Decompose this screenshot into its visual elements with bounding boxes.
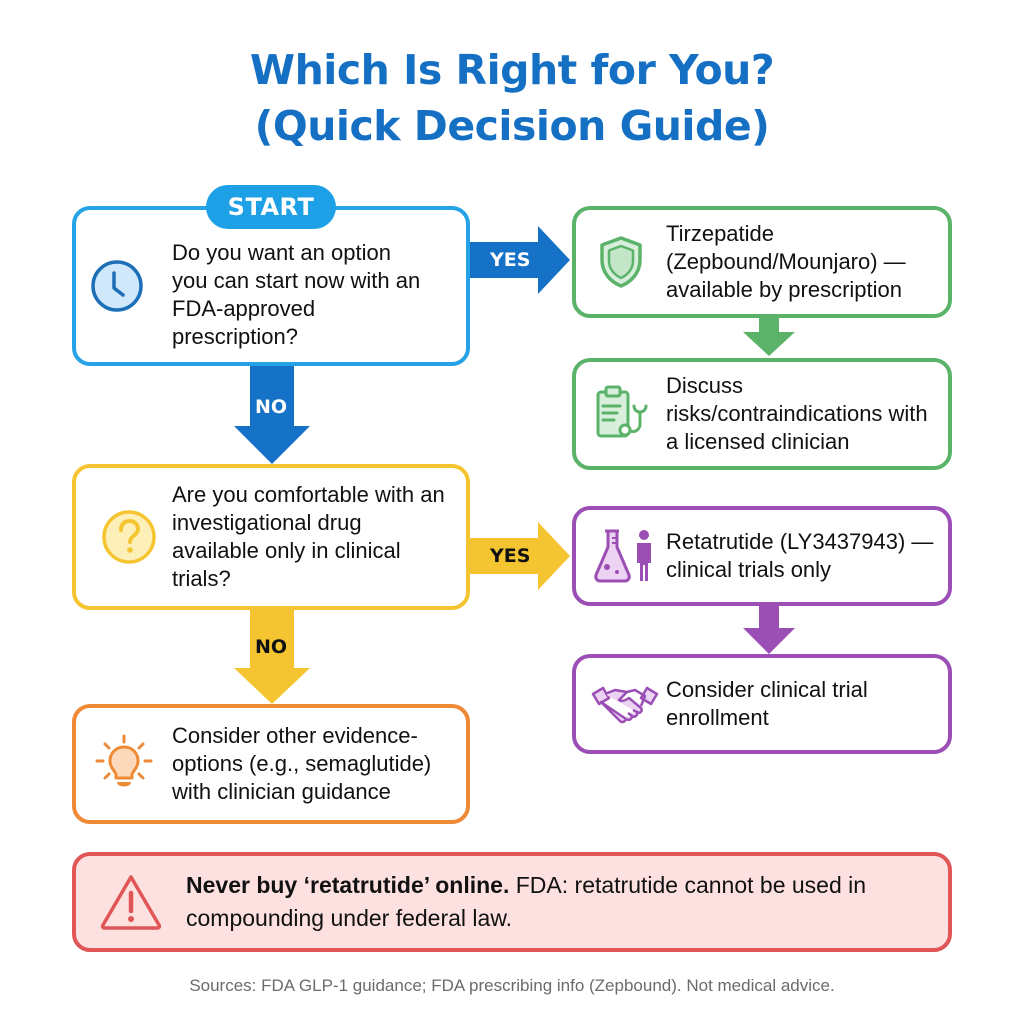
sources-footer: Sources: FDA GLP-1 guidance; FDA prescri…	[189, 976, 835, 995]
other-options-text: Consider other evidence-options (e.g., s…	[172, 723, 432, 804]
warning-body-text: FDA: retatrutide cannot be used in compo…	[186, 872, 867, 931]
start-badge: START	[206, 185, 336, 229]
green-down-arrow-icon	[743, 318, 795, 356]
warning-banner: Never buy ‘retatrutide’ online. FDA: ret…	[72, 852, 952, 952]
investigational-question-text: Are you comfortable with an investigatio…	[172, 482, 445, 591]
title-line-1: Which Is Right for You?	[249, 46, 775, 94]
tirzepatide-text: Tirzepatide (Zepbound/Mounjaro) — availa…	[666, 221, 906, 302]
retatrutide-text: Retatrutide (LY3437943) — clinical trial…	[666, 529, 934, 582]
warning-bold-text: Never buy ‘retatrutide’ online.	[186, 872, 510, 898]
flask-person-icon	[576, 527, 666, 585]
q1-yes-label: YES	[490, 249, 531, 271]
start-question-text: Do you want an option you can start now …	[172, 240, 421, 349]
no-arrow-down-yellow-icon	[234, 610, 310, 704]
q1-no-label: NO	[255, 396, 288, 418]
warning-icon	[76, 873, 186, 931]
discuss-clinician-box: Discuss risks/contraindications with a l…	[572, 358, 952, 470]
purple-down-arrow-icon	[743, 606, 795, 654]
title-line-2: (Quick Decision Guide)	[254, 102, 770, 150]
tirzepatide-box: Tirzepatide (Zepbound/Mounjaro) — availa…	[572, 206, 952, 318]
page-title: Which Is Right for You? (Quick Decision …	[0, 42, 1024, 154]
no-arrow-down-icon	[234, 366, 310, 464]
yes-arrow-right-yellow-icon	[470, 522, 570, 590]
handshake-icon	[576, 680, 666, 728]
warning-text: Never buy ‘retatrutide’ online. FDA: ret…	[186, 869, 926, 935]
discuss-clinician-text: Discuss risks/contraindications with a l…	[666, 373, 928, 454]
clock-icon	[76, 259, 172, 313]
other-options-box: Consider other evidence-options (e.g., s…	[72, 704, 470, 824]
trial-enrollment-box: Consider clinical trial enrollment	[572, 654, 952, 754]
lightbulb-icon	[76, 734, 172, 794]
retatrutide-box: Retatrutide (LY3437943) — clinical trial…	[572, 506, 952, 606]
clipboard-stethoscope-icon	[576, 382, 666, 446]
q2-no-label: NO	[255, 636, 288, 658]
investigational-question-box: Are you comfortable with an investigatio…	[72, 464, 470, 610]
yes-arrow-right-icon	[470, 226, 570, 294]
trial-enrollment-text: Consider clinical trial enrollment	[666, 677, 868, 730]
question-icon	[76, 509, 172, 565]
q2-yes-label: YES	[490, 545, 531, 567]
start-question-box: Do you want an option you can start now …	[72, 206, 470, 366]
shield-icon	[576, 235, 666, 289]
